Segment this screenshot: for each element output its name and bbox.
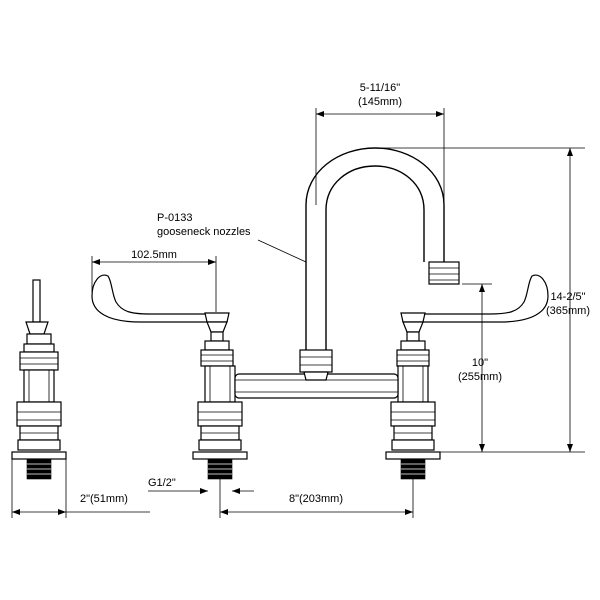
side-handle-lever <box>32 279 41 323</box>
left-bonnet-nut <box>200 349 234 367</box>
spout-reach-imperial: 5-11/16" <box>360 82 400 94</box>
callout-thread: G1/2" <box>148 477 254 494</box>
total-height-imperial: 14-2/5" <box>550 291 585 303</box>
left-valve-body <box>204 365 236 403</box>
side-bonnet-nut <box>19 351 59 371</box>
right-valve-assembly <box>385 274 549 480</box>
dim-center-spacing: 8"(203mm) <box>219 479 414 518</box>
thread-size-label: G1/2" <box>148 477 176 489</box>
right-valve-body <box>397 365 429 403</box>
side-lock-nut <box>16 401 62 427</box>
crossbar-body <box>234 349 399 399</box>
center-spacing-label: 8"(203mm) <box>289 493 343 505</box>
side-width-label: 2"(51mm) <box>80 493 128 505</box>
gooseneck-spout <box>305 147 460 350</box>
dim-handle-length: 102.5mm <box>91 249 217 312</box>
spout-swivel-nut <box>299 349 333 373</box>
gooseneck-nozzle <box>428 261 460 285</box>
side-washer <box>11 451 67 460</box>
spout-height-metric: (255mm) <box>458 371 502 383</box>
dim-spout-height: 10" (255mm) <box>458 283 502 452</box>
nozzle-part-number: P-0133 <box>157 212 192 224</box>
handle-length-label: 102.5mm <box>131 249 177 261</box>
nozzle-description: gooseneck nozzles <box>157 226 251 238</box>
spout-reach-metric: (145mm) <box>358 96 402 108</box>
left-wrist-handle <box>91 274 219 323</box>
right-wrist-handle <box>419 274 549 323</box>
callout-nozzle: P-0133 gooseneck nozzles <box>157 212 307 263</box>
total-height-metric: (365mm) <box>546 305 590 317</box>
side-valve-body <box>23 369 55 403</box>
dim-side-width: 2"(51mm) <box>11 459 150 518</box>
side-view-assembly <box>11 279 67 480</box>
spout-height-imperial: 10" <box>472 357 488 369</box>
dim-spout-reach: 5-11/16" (145mm) <box>315 82 445 262</box>
right-bonnet-nut <box>396 349 430 367</box>
dim-total-height: 14-2/5" (365mm) <box>380 147 590 453</box>
left-valve-assembly <box>91 274 248 480</box>
side-handle-base <box>25 321 49 335</box>
